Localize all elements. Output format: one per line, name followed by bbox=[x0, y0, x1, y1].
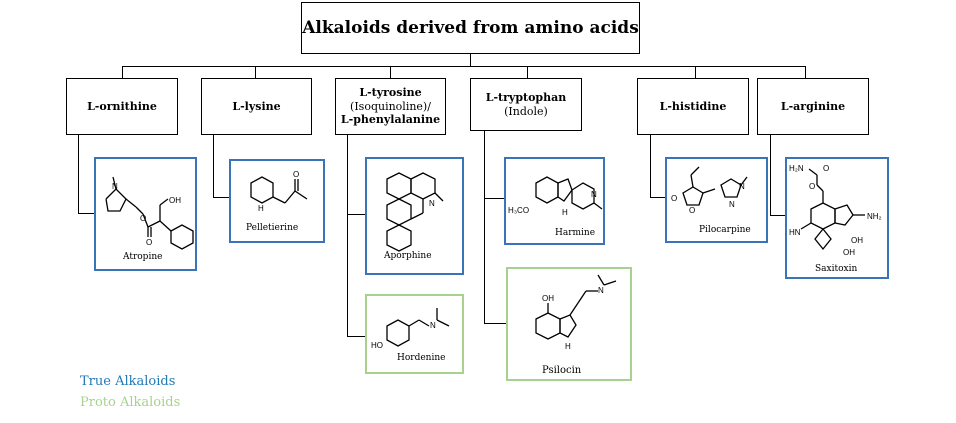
atropine-label: Atropine bbox=[123, 252, 163, 262]
pilocarpine-structure: O O N N bbox=[671, 166, 748, 215]
pilocarpine-label: Pilocarpine bbox=[699, 225, 751, 235]
hordenine-structure: N HO bbox=[371, 308, 450, 350]
branch-tyrosine-h2 bbox=[347, 336, 365, 337]
category-tryptophan: L-tryptophan (Indole) bbox=[470, 78, 582, 131]
atropine-atom-oh: OH bbox=[169, 196, 181, 205]
atropine-structure: N OH O O bbox=[105, 176, 194, 250]
compound-psilocin: OH N H Psilocin bbox=[506, 267, 632, 381]
harmine-atom-nh: H bbox=[562, 208, 568, 217]
saxitoxin-label: Saxitoxin bbox=[815, 264, 858, 274]
branch-ornithine-h bbox=[78, 213, 94, 214]
connector-ornithine bbox=[122, 66, 123, 78]
category-histidine-label: L-histidine bbox=[659, 99, 727, 113]
compound-atropine: N OH O O Atropine bbox=[94, 157, 197, 271]
pelletierine-atom-h: H bbox=[258, 204, 264, 213]
branch-histidine bbox=[650, 135, 651, 197]
pelletierine-structure: H O bbox=[250, 170, 308, 213]
branch-arginine bbox=[770, 135, 771, 215]
branch-tryptophan-h2 bbox=[484, 323, 506, 324]
atropine-atom-o2: O bbox=[146, 238, 152, 247]
saxitoxin-atom-o1: O bbox=[823, 164, 829, 173]
aporphine-label: Aporphine bbox=[384, 251, 432, 261]
psilocin-atom-oh: OH bbox=[542, 294, 554, 303]
hordenine-label: Hordenine bbox=[397, 353, 446, 363]
psilocin-structure: OH N H bbox=[535, 274, 617, 351]
pilocarpine-atom-o1: O bbox=[671, 194, 677, 203]
saxitoxin-atom-h2n: H₂N bbox=[789, 164, 804, 173]
psilocin-atom-h: H bbox=[565, 342, 571, 351]
category-ornithine-label: L-ornithine bbox=[87, 99, 157, 113]
category-tyrosine-line2: (Isoquinoline)/ bbox=[350, 99, 431, 113]
compound-pelletierine: H O Pelletierine bbox=[229, 159, 325, 243]
connector-tryptophan bbox=[527, 66, 528, 78]
title-stem bbox=[470, 54, 471, 66]
compound-pilocarpine: O O N N Pilocarpine bbox=[665, 157, 768, 243]
connector-histidine bbox=[695, 66, 696, 78]
legend-true-alkaloids: True Alkaloids bbox=[80, 374, 176, 389]
branch-tyrosine bbox=[347, 135, 348, 337]
branch-tyrosine-h1 bbox=[347, 214, 365, 215]
top-horizontal-connector bbox=[122, 66, 805, 67]
compound-aporphine: N Aporphine bbox=[365, 157, 464, 275]
connector-arginine bbox=[805, 66, 806, 78]
branch-ornithine bbox=[78, 135, 79, 213]
category-tryptophan-line2: (Indole) bbox=[504, 104, 548, 118]
pelletierine-label: Pelletierine bbox=[246, 223, 299, 233]
category-arginine: L-arginine bbox=[757, 78, 869, 135]
category-lysine: L-lysine bbox=[201, 78, 312, 135]
harmine-structure: H₃CO H N bbox=[508, 176, 603, 217]
connector-tyrosine bbox=[390, 66, 391, 78]
branch-tryptophan bbox=[484, 131, 485, 324]
atropine-atom-o1: O bbox=[140, 214, 146, 223]
branch-tryptophan-h1 bbox=[484, 198, 504, 199]
branch-histidine-h bbox=[650, 197, 665, 198]
atropine-atom-n: N bbox=[112, 182, 118, 191]
category-tyrosine: L-tyrosine (Isoquinoline)/ L-phenylalani… bbox=[335, 78, 446, 135]
hordenine-atom-ho: HO bbox=[371, 341, 383, 350]
category-histidine: L-histidine bbox=[637, 78, 749, 135]
branch-arginine-h bbox=[770, 215, 785, 216]
legend-proto-alkaloids: Proto Alkaloids bbox=[80, 395, 181, 410]
hordenine-atom-n: N bbox=[430, 321, 436, 330]
saxitoxin-atom-oh1: OH bbox=[851, 236, 863, 245]
category-ornithine: L-ornithine bbox=[66, 78, 178, 135]
psilocin-label: Psilocin bbox=[542, 365, 582, 376]
pilocarpine-atom-n1: N bbox=[739, 182, 745, 191]
harmine-label: Harmine bbox=[555, 228, 596, 238]
pelletierine-atom-o: O bbox=[293, 170, 299, 179]
pilocarpine-atom-o2: O bbox=[689, 206, 695, 215]
saxitoxin-atom-oh2: OH bbox=[843, 248, 855, 257]
category-tryptophan-line1: L-tryptophan bbox=[485, 90, 567, 104]
compound-saxitoxin: H₂N O O NH₂ HN OH OH Saxitoxin bbox=[785, 157, 889, 279]
harmine-atom-h3co: H₃CO bbox=[508, 206, 529, 215]
diagram-title: Alkaloids derived from amino acids bbox=[301, 2, 640, 54]
compound-hordenine: N HO Hordenine bbox=[365, 294, 464, 374]
category-tyrosine-line1: L-tyrosine bbox=[359, 85, 422, 99]
saxitoxin-structure: H₂N O O NH₂ HN OH OH bbox=[789, 164, 882, 257]
category-lysine-label: L-lysine bbox=[232, 99, 281, 113]
aporphine-structure: N bbox=[386, 172, 444, 252]
pilocarpine-atom-n2: N bbox=[729, 200, 735, 209]
compound-harmine: H₃CO H N Harmine bbox=[504, 157, 605, 245]
category-arginine-label: L-arginine bbox=[780, 99, 846, 113]
aporphine-atom-n: N bbox=[429, 199, 435, 208]
branch-lysine-h bbox=[213, 197, 229, 198]
connector-lysine bbox=[255, 66, 256, 78]
psilocin-atom-n: N bbox=[598, 286, 604, 295]
saxitoxin-atom-nh2: NH₂ bbox=[867, 212, 882, 221]
branch-lysine bbox=[213, 135, 214, 197]
category-tyrosine-line3: L-phenylalanine bbox=[340, 113, 441, 127]
harmine-atom-n: N bbox=[591, 190, 597, 199]
saxitoxin-atom-o2: O bbox=[809, 182, 815, 191]
saxitoxin-atom-hn: HN bbox=[789, 228, 801, 237]
